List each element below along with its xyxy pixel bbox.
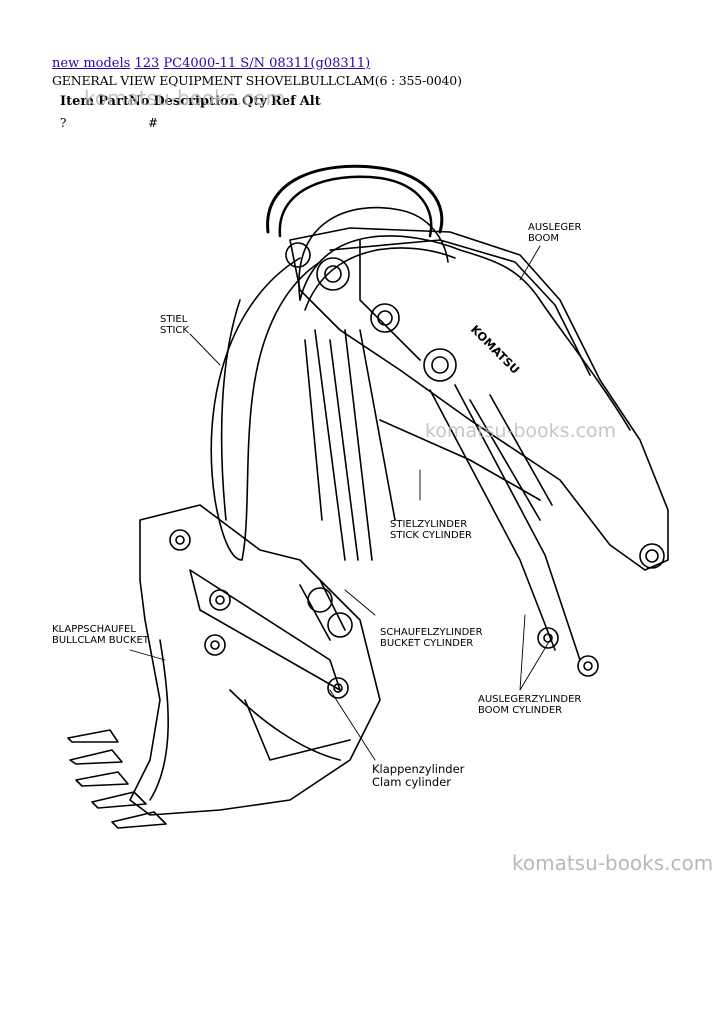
col-item: Item — [60, 94, 95, 109]
stick-cylinder-label-de: STIELZYLINDER — [390, 519, 467, 530]
stick-label-en: STICK — [160, 325, 189, 336]
watermark-bottom: komatsu-books.com — [512, 851, 714, 875]
stick-label-de: STIEL — [160, 314, 188, 325]
bucket-cylinder-label-de: SCHAUFELZYLINDER — [380, 627, 483, 638]
page-title: GENERAL VIEW EQUIPMENT SHOVELBULLCLAM(6 … — [52, 73, 462, 88]
link-123[interactable]: 123 — [134, 56, 160, 71]
clam-cylinder-label-en: Clam cylinder — [372, 775, 451, 789]
col-alt: Alt — [299, 94, 321, 109]
col-description: Description — [153, 94, 239, 109]
brand-label: KOMATSU — [468, 322, 523, 377]
boom-label-de: AUSLEGER — [528, 222, 581, 233]
bucket-label-de: KLAPPSCHAUFEL — [52, 624, 136, 635]
row-partno-cell: # — [148, 116, 159, 130]
bucket-label-en: BULLCLAM BUCKET — [52, 635, 150, 646]
link-new-models[interactable]: new models — [52, 56, 131, 71]
boom-cylinder-label-de: AUSLEGERZYLINDER — [478, 694, 581, 705]
breadcrumb: new models 123 PC4000-11 S/N 08311(g0831… — [52, 56, 370, 71]
watermark-top: komatsu-books.com — [84, 86, 286, 110]
boom-cylinder-label-en: BOOM CYLINDER — [478, 705, 562, 716]
boom-label-en: BOOM — [528, 233, 559, 244]
bucket-cylinder-label-en: BUCKET CYLINDER — [380, 638, 473, 649]
row-item-cell: ? — [60, 116, 67, 130]
stick-cylinder-label-en: STICK CYLINDER — [390, 530, 472, 541]
clam-cylinder-label-de: Klappenzylinder — [372, 762, 465, 776]
watermark-middle: komatsu-books.com — [425, 420, 617, 442]
col-qty: Qty — [242, 94, 268, 109]
col-ref: Ref — [271, 94, 296, 109]
col-partno: PartNo — [98, 94, 150, 109]
link-model[interactable]: PC4000-11 S/N 08311(g08311) — [163, 56, 371, 71]
